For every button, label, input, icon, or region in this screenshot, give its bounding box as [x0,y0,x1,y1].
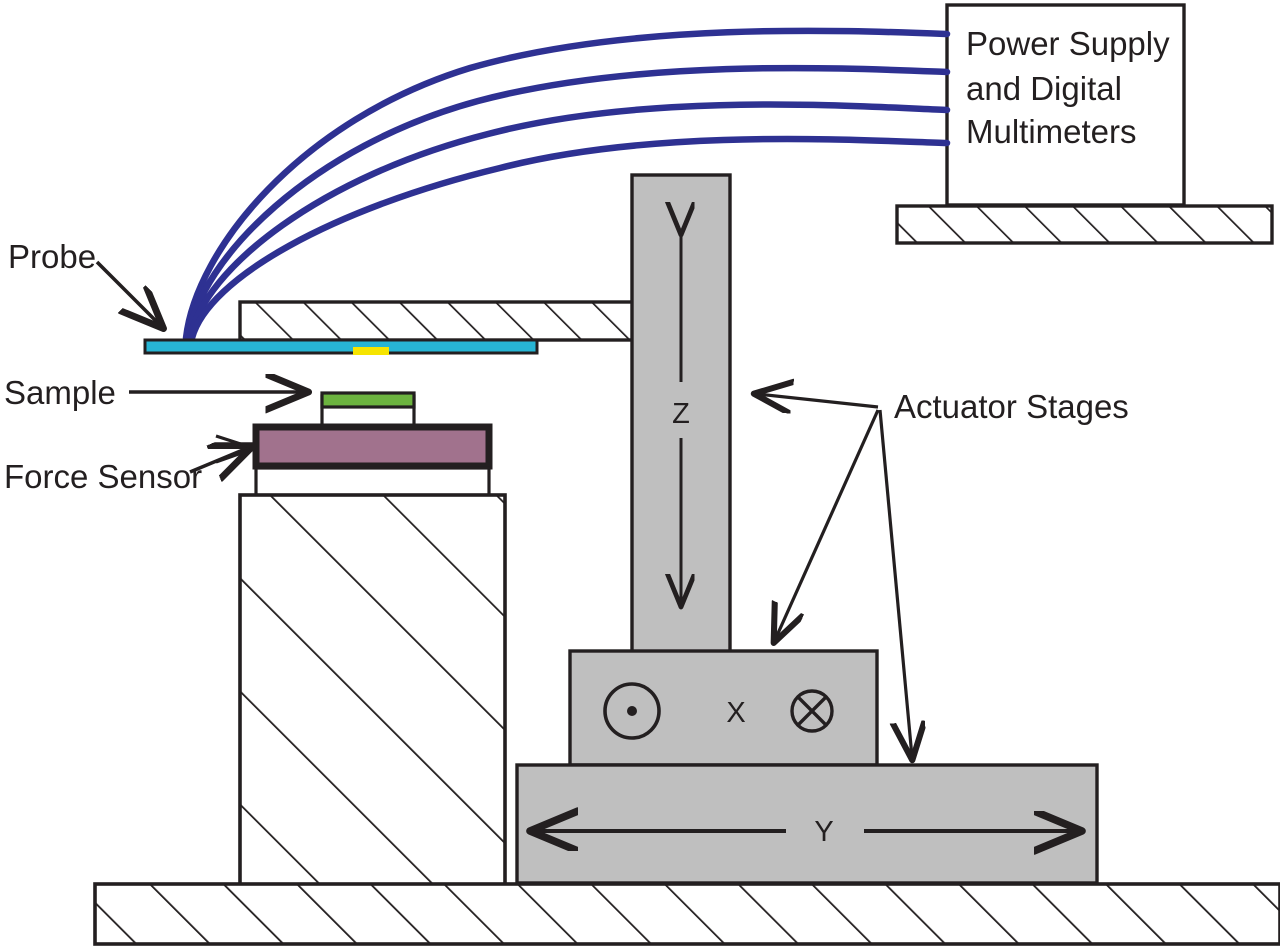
probe-holder-arm-hatch [238,300,638,342]
sample-callout: Sample [4,374,305,411]
optical-table-base [93,882,1280,946]
force-sensor [252,423,493,470]
x-stage: X [568,649,879,767]
x-out-of-page-icon [603,682,661,740]
sample-label: Sample [4,374,116,411]
power-supply-box: Power Supply and Digital Multimeters [945,3,1186,207]
instrument-ground-hatch [895,204,1274,245]
probe-cables [182,27,951,342]
sensor-spacer [254,466,491,498]
cable-4 [188,135,951,342]
x-stage-body [568,649,879,767]
power-supply-line-1: Power Supply [966,25,1170,62]
y-stage: Y [515,763,1099,885]
cable-3 [186,101,951,342]
power-supply-line-2: and Digital [966,70,1122,107]
force-sensor-leader-tick-2 [215,448,251,464]
actuator-leader-x [775,409,880,640]
probe-callout: Probe [8,238,161,326]
force-sensor-callout: Force Sensor [4,434,251,495]
z-axis-label: Z [672,398,690,430]
actuator-leader-z [757,394,879,407]
probe-holder-bar [143,338,539,355]
actuator-leader-y [878,409,912,757]
actuator-stages-label: Actuator Stages [894,388,1129,425]
y-stage-body [515,763,1099,885]
y-axis-label: Y [814,816,833,848]
probe-contact-pad [353,347,389,355]
probe-holder-arm [238,300,638,342]
actuator-stages-callout: Actuator Stages [757,388,1129,757]
optical-table-hatch [93,882,1280,946]
force-sensor-leader-tick-1 [215,434,251,449]
x-axis-label: X [726,697,745,729]
sample [320,391,416,409]
instrument-ground-support [895,204,1274,245]
probe-label: Probe [8,238,96,275]
probe-holder-bar-group [143,338,539,355]
x-into-page-icon [790,689,834,733]
cable-1 [182,27,951,342]
power-supply-box-outline [945,3,1186,207]
probe-leader-arrow [95,260,161,326]
z-stage: Z [630,173,732,654]
force-sensor-label: Force Sensor [4,458,202,495]
sample-support-column [238,493,507,887]
cable-2 [184,64,951,342]
power-supply-line-3: Multimeters [966,113,1137,150]
sample-stack [238,391,507,887]
